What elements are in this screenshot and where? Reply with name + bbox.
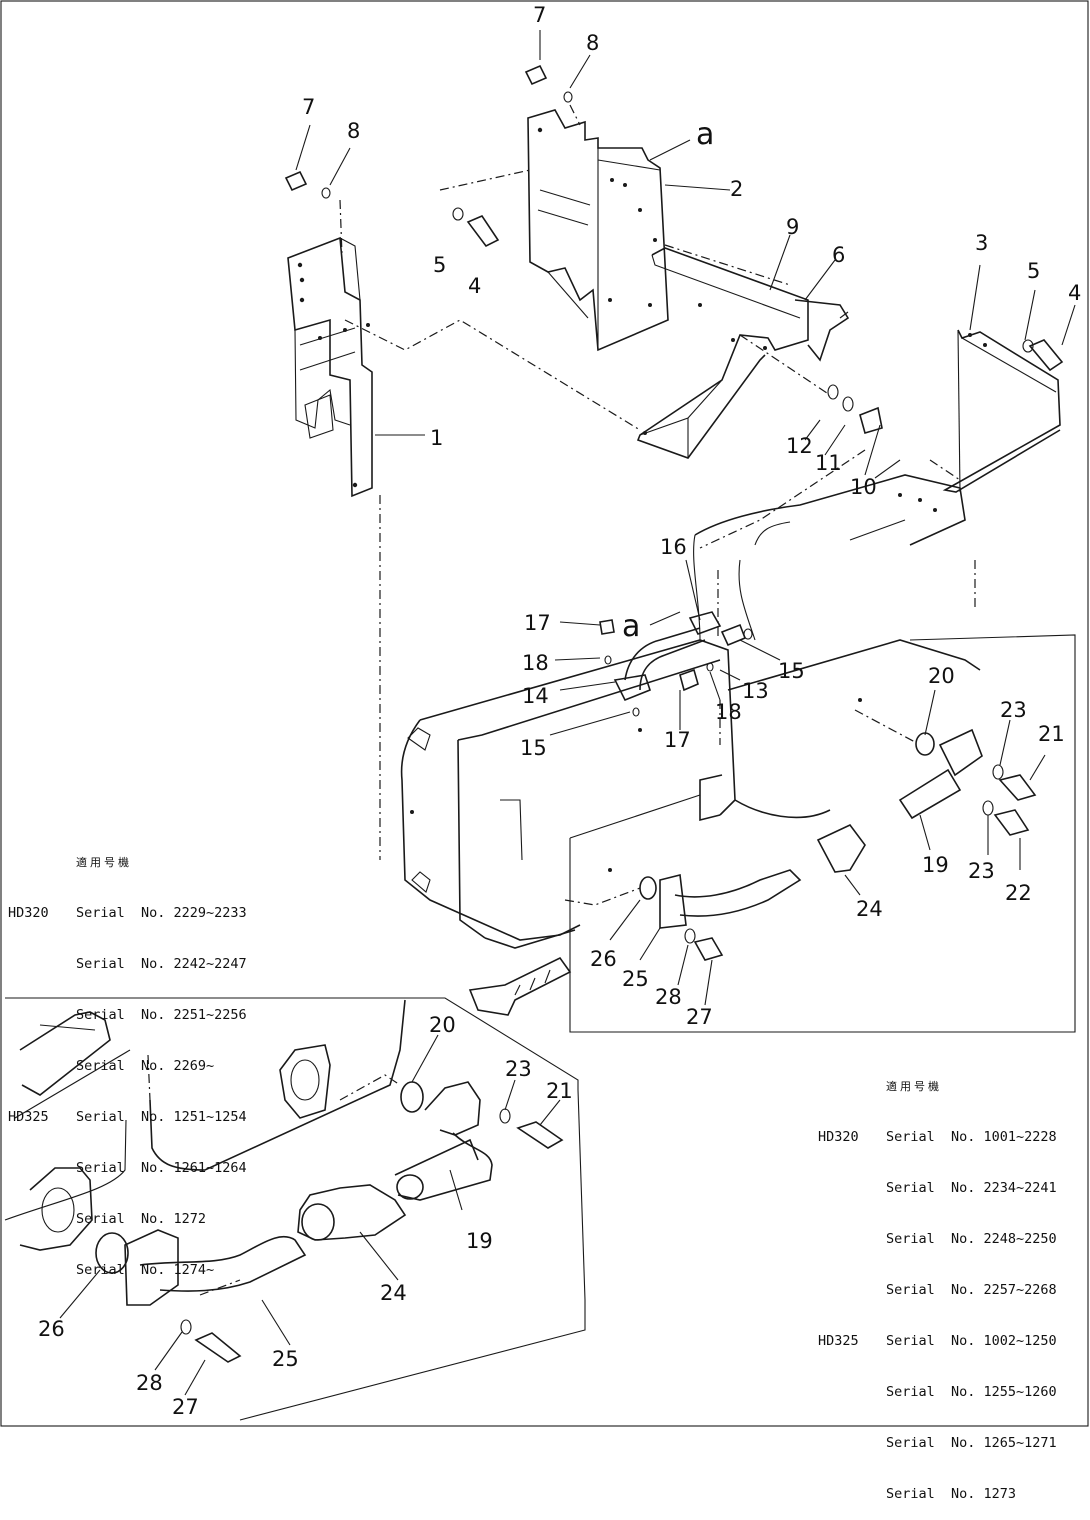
callout-4-right: 4: [1068, 281, 1081, 305]
callout-27-main: 27: [686, 1005, 713, 1029]
callout-15-right: 15: [778, 659, 805, 683]
callout-27-detail: 27: [172, 1395, 199, 1419]
serial-row: Serial No. 1265~1271: [886, 1435, 1057, 1451]
pipe-assembly-main-drawing: [639, 728, 983, 929]
callout-15-left: 15: [520, 736, 547, 760]
callout-5-left: 5: [433, 253, 446, 277]
callout-7-top: 7: [533, 3, 546, 27]
callout-24-detail: 24: [380, 1281, 407, 1305]
serial-row: Serial No. 1274~: [76, 1262, 215, 1278]
callout-3: 3: [975, 231, 988, 255]
callout-5-right: 5: [1027, 259, 1040, 283]
callout-22: 22: [1005, 881, 1032, 905]
callout-17-bottom: 17: [664, 728, 691, 752]
callout-19-detail: 19: [466, 1229, 493, 1253]
center-lines-main: [339, 104, 976, 906]
serial-row: Serial No. 1272: [76, 1211, 207, 1227]
callout-14: 14: [522, 684, 549, 708]
exploded-parts-drawing: 7 8 7 8 a 2 5 4 9 6 3 5 4 1 12 11 10 16 …: [0, 0, 1089, 1427]
serial-row: Serial No. 1255~1260: [886, 1384, 1057, 1400]
center-lines-detail: [147, 1054, 401, 1296]
bracket-3-drawing: [942, 329, 1061, 493]
serial-row: Serial No. 2257~2268: [886, 1282, 1057, 1298]
callout-23-detail: 23: [505, 1057, 532, 1081]
callout-12: 12: [786, 434, 813, 458]
callout-18-left: 18: [522, 651, 549, 675]
callout-17-top: 17: [524, 611, 551, 635]
callout-20-detail: 20: [429, 1013, 456, 1037]
callout-26-detail: 26: [38, 1317, 65, 1341]
detail-arrow: [468, 956, 572, 1016]
detail-view-drawing: [4, 999, 564, 1363]
callout-1: 1: [430, 426, 443, 450]
callout-10: 10: [850, 475, 877, 499]
callout-a-lower: a: [622, 609, 640, 644]
serial-row: Serial No. 2242~2247: [76, 956, 247, 972]
callout-28-detail: 28: [136, 1371, 163, 1395]
callout-25-detail: 25: [272, 1347, 299, 1371]
bracket-9-drawing: [636, 247, 850, 459]
serial-row: Serial No. 1261~1264: [76, 1160, 247, 1176]
leader-lines-detail: [59, 1034, 561, 1396]
callout-19-main: 19: [922, 853, 949, 877]
tank-drawing: [400, 474, 981, 949]
callout-13: 13: [742, 679, 769, 703]
serial-row: Serial No. 2269~: [76, 1058, 215, 1074]
callout-26-main: 26: [590, 947, 617, 971]
detail-view-frame: [5, 997, 586, 1421]
serial-row: Serial No. 2248~2250: [886, 1231, 1057, 1247]
callout-16: 16: [660, 535, 687, 559]
serial-row: Serial No. 1273: [886, 1486, 1017, 1502]
leader-lines-main: [295, 30, 1076, 1006]
callout-21-detail: 21: [546, 1079, 573, 1103]
callout-23-main-bottom: 23: [968, 859, 995, 883]
callout-25-main: 25: [622, 967, 649, 991]
callout-24-main: 24: [856, 897, 883, 921]
serial-block-old-heading: 適用号機: [886, 1080, 942, 1093]
breather-pipe-drawing: [613, 611, 747, 702]
callout-7-left: 7: [302, 95, 315, 119]
callout-6: 6: [832, 243, 845, 267]
callout-8-top: 8: [586, 31, 599, 55]
callout-21-main: 21: [1038, 722, 1065, 746]
callout-8-left: 8: [347, 119, 360, 143]
callout-9: 9: [786, 215, 799, 239]
bracket-2-drawing: [527, 109, 669, 352]
callout-4-left: 4: [468, 274, 481, 298]
callout-labels-main: 7 8 7 8 a 2 5 4 9 6 3 5 4 1 12 11 10 16 …: [302, 3, 1081, 1029]
callout-labels-detail: 20 23 21 19 24 26 25 28 27: [38, 1013, 573, 1419]
bracket-1-drawing: [287, 236, 373, 498]
callout-2: 2: [730, 177, 743, 201]
callout-11: 11: [815, 451, 842, 475]
sheet-border: [0, 0, 1089, 1427]
serial-row: Serial No. 2234~2241: [886, 1180, 1057, 1196]
callout-18-right: 18: [715, 700, 742, 724]
callout-28-main: 28: [655, 985, 682, 1009]
serial-row: Serial No. 2251~2256: [76, 1007, 247, 1023]
callout-a-top: a: [696, 117, 714, 152]
callout-23-main-top: 23: [1000, 698, 1027, 722]
fasteners-main-drawing: [284, 64, 1064, 961]
old-version-frame: [569, 634, 1076, 1033]
callout-20-main: 20: [928, 664, 955, 688]
serial-block-new-heading: 適用号機: [76, 856, 132, 869]
